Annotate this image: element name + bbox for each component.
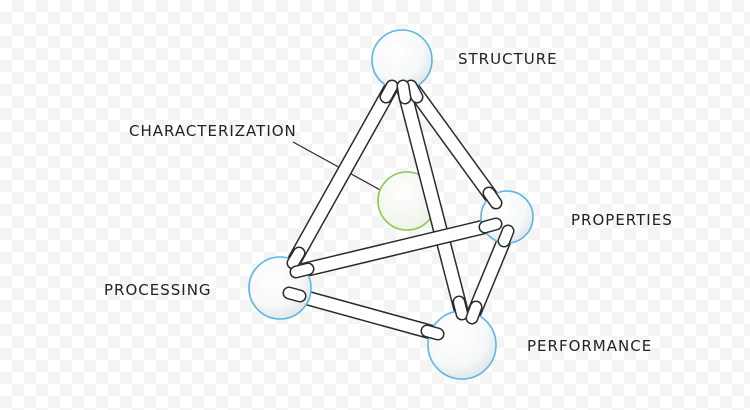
performance-label: PERFORMANCE [527,337,653,355]
rod-structure-performance [395,78,470,322]
rod-socket [286,246,306,270]
processing-label: PROCESSING [104,281,212,299]
rod-socket [396,79,412,105]
rod-socket [379,79,399,104]
rod-properties-processing [288,216,504,280]
properties-label: PROPERTIES [571,211,673,229]
rod-socket [420,324,445,341]
characterization-label: CHARACTERIZATION [129,122,297,140]
rod-socket [452,295,469,321]
rod-socket [404,79,424,104]
rod-structure-properties [403,78,504,211]
rod-socket [282,286,307,303]
rod-socket [482,186,503,210]
rod-structure-processing [285,78,400,271]
performance-node [427,310,497,380]
rod-processing-performance [281,285,446,342]
structure-label: STRUCTURE [458,50,558,68]
rod-socket [289,262,315,279]
rod-socket [497,224,515,248]
rod-socket [465,300,483,325]
rod-socket [478,217,503,234]
